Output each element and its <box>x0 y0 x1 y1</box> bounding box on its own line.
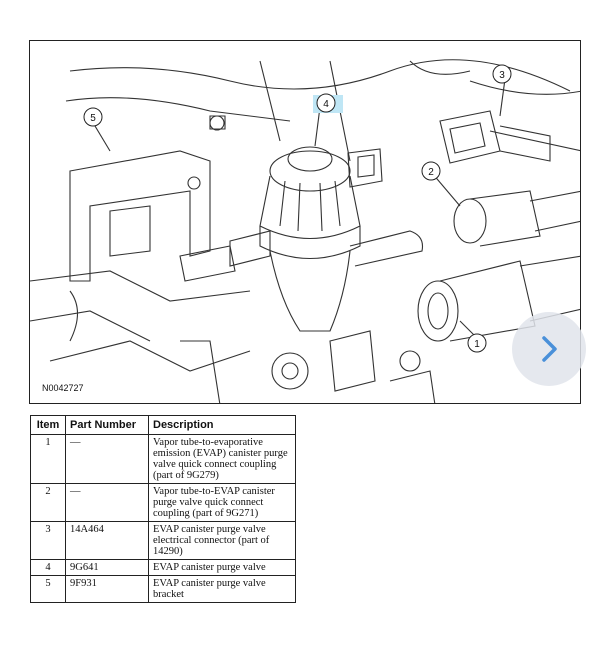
chevron-right-icon <box>542 336 557 362</box>
cell-description: EVAP canister purge valve electrical con… <box>148 521 296 560</box>
callout-3-label: 3 <box>499 70 505 81</box>
cell-item: 2 <box>30 483 66 522</box>
cell-item: 3 <box>30 521 66 560</box>
header-part-number: Part Number <box>65 415 149 435</box>
callout-5-label: 5 <box>90 113 96 124</box>
table-row: 5 9F931 EVAP canister purge valve bracke… <box>30 575 296 603</box>
cell-part: — <box>65 483 149 522</box>
header-item: Item <box>30 415 66 435</box>
table-row: 3 14A464 EVAP canister purge valve elect… <box>30 521 296 560</box>
cell-part: 9F931 <box>65 575 149 603</box>
purge-valve-illustration: 5 4 3 2 1 <box>30 59 580 403</box>
next-image-button[interactable] <box>512 312 586 386</box>
callout-4-label: 4 <box>323 99 329 110</box>
cell-part: 9G641 <box>65 559 149 576</box>
table-header-row: Item Part Number Description <box>30 415 296 435</box>
cell-item: 1 <box>30 434 66 484</box>
cell-description: Vapor tube-to-evaporative emission (EVAP… <box>148 434 296 484</box>
cell-description: Vapor tube-to-EVAP canister purge valve … <box>148 483 296 522</box>
callout-4-circle <box>316 93 336 113</box>
cell-part: 14A464 <box>65 521 149 560</box>
header-description: Description <box>148 415 296 435</box>
cell-description: EVAP canister purge valve <box>148 559 296 576</box>
cell-part: — <box>65 434 149 484</box>
callout-2-circle <box>421 161 441 181</box>
table-row: 1 — Vapor tube-to-evaporative emission (… <box>30 434 296 484</box>
parts-table: Item Part Number Description 1 — Vapor t… <box>30 415 296 603</box>
callout-3-circle <box>492 64 512 84</box>
cell-description: EVAP canister purge valve bracket <box>148 575 296 603</box>
figure-id-label: N0042727 <box>42 383 84 393</box>
callout-1-label: 1 <box>474 339 480 350</box>
table-row: 4 9G641 EVAP canister purge valve <box>30 559 296 576</box>
callout-2-label: 2 <box>428 167 434 178</box>
diagram-figure: 5 4 3 2 1 N0042727 <box>29 40 581 404</box>
cell-item: 5 <box>30 575 66 603</box>
cell-item: 4 <box>30 559 66 576</box>
callout-1-circle <box>467 333 487 353</box>
callout-5-circle <box>83 107 103 127</box>
table-row: 2 — Vapor tube-to-EVAP canister purge va… <box>30 483 296 522</box>
